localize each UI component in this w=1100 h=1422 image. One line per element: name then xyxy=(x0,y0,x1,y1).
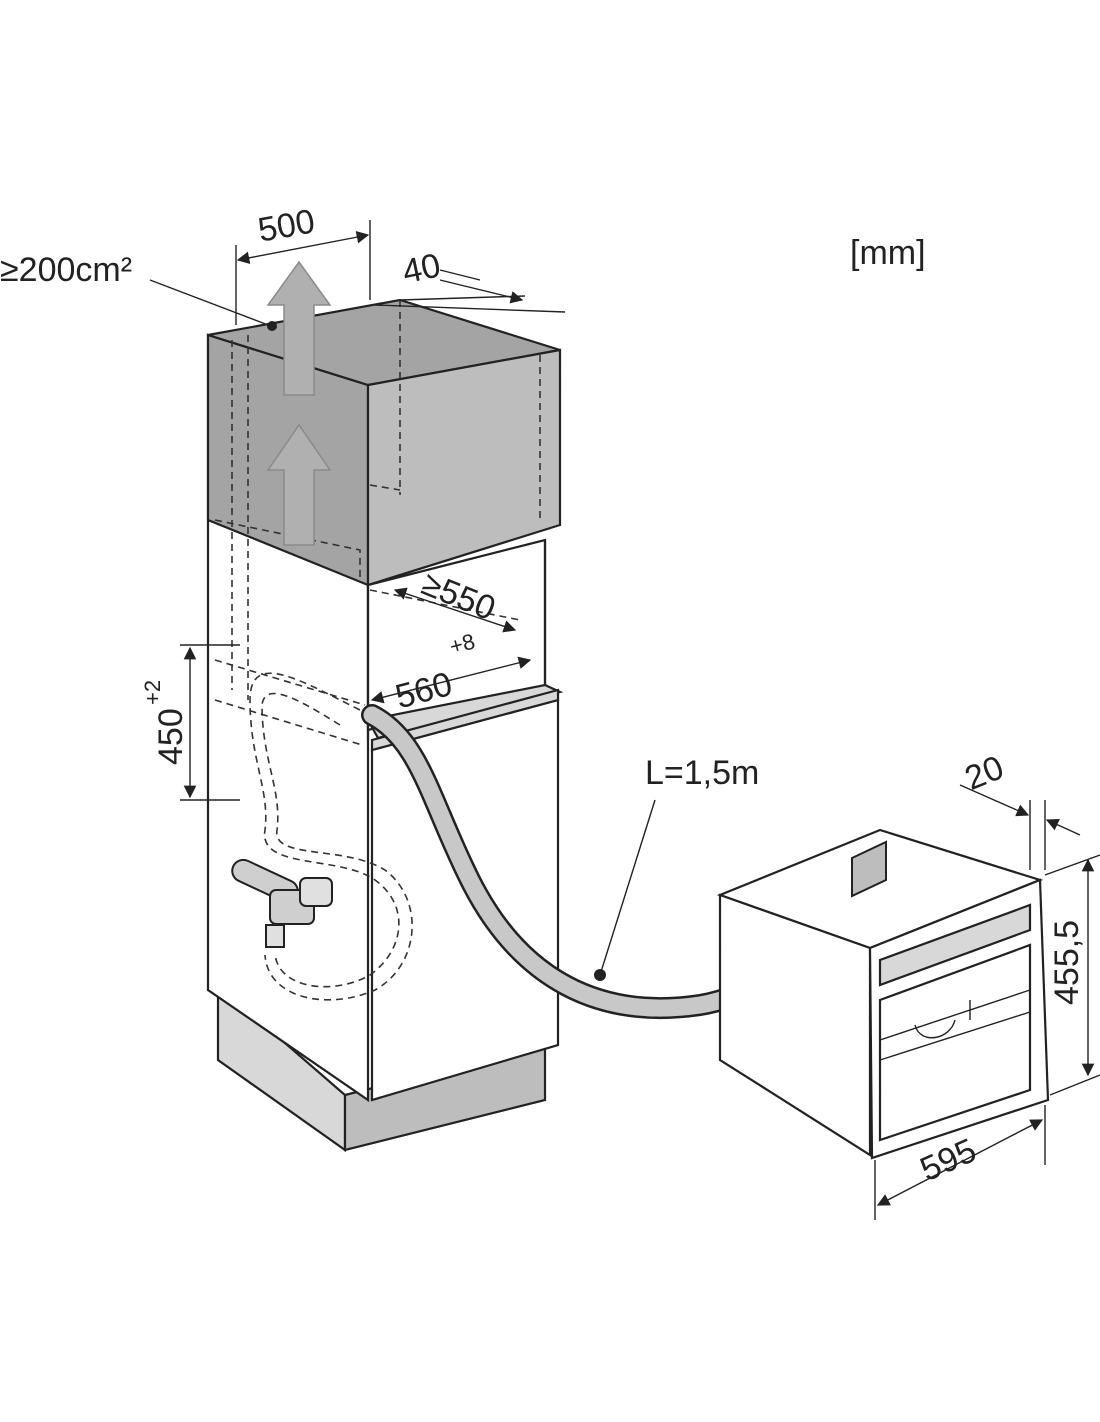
lower-door xyxy=(370,698,560,1102)
connection-plate xyxy=(851,840,887,898)
gap-rear-label: 40 xyxy=(399,246,444,291)
appliance-side xyxy=(718,893,872,1157)
vent-area-label: ≥200cm² xyxy=(0,251,132,289)
appliance-height-label: 455,5 xyxy=(1048,920,1086,1005)
units-label: [mm] xyxy=(850,234,926,272)
vent-arrow-upper xyxy=(266,260,332,396)
upper-box-front xyxy=(366,348,562,587)
niche-height-tolerance: +2 xyxy=(140,680,165,705)
niche-height-label: 450 xyxy=(152,708,190,765)
tall-cabinet xyxy=(206,260,564,1153)
vent-arrow-lower xyxy=(266,423,332,546)
width-top-label: 500 xyxy=(255,202,317,249)
water-valve-icon xyxy=(231,858,333,948)
hose-length-label: L=1,5m xyxy=(645,754,759,792)
appliance-unit xyxy=(716,828,1050,1160)
dimension-lines xyxy=(149,220,1100,1220)
appliance-cavity xyxy=(878,943,1032,1142)
front-depth-label: 20 xyxy=(960,749,1009,798)
